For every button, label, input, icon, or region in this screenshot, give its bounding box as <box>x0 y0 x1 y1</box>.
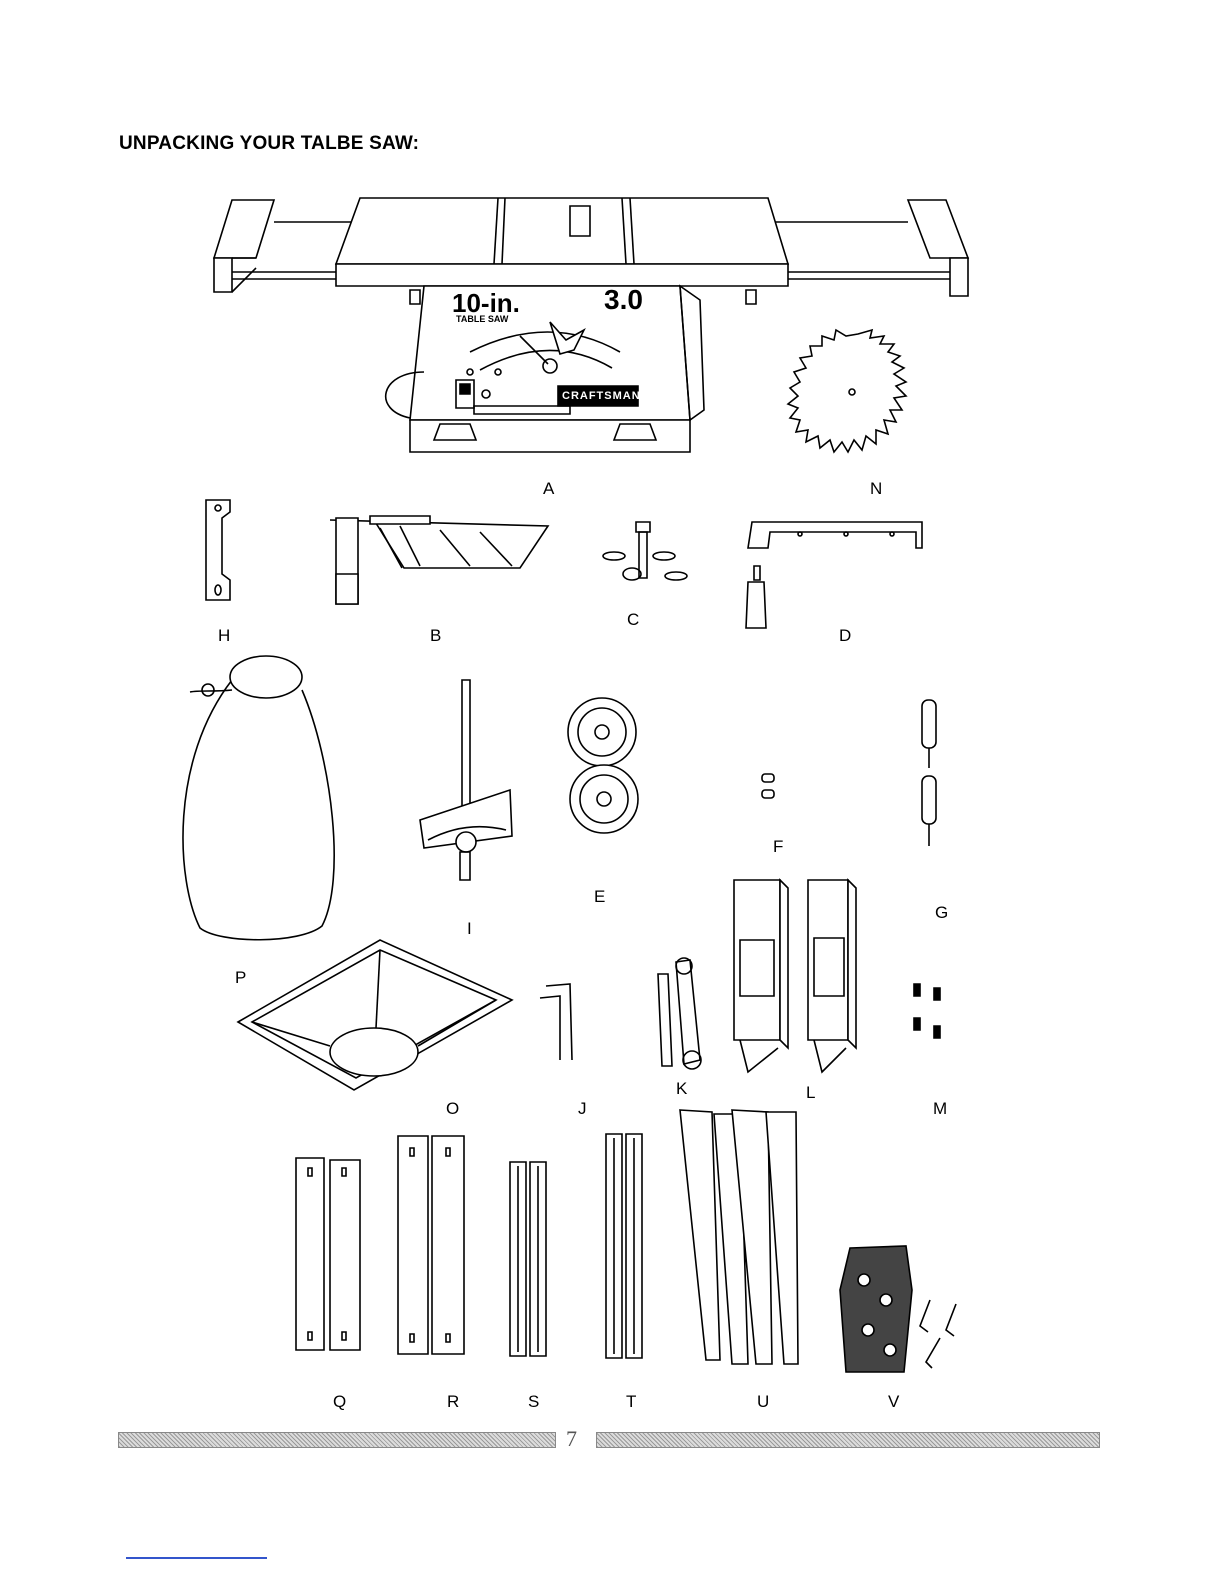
label-d: D <box>839 626 851 646</box>
footer-bar-right <box>596 1432 1100 1448</box>
rip-fence-drawing <box>746 522 922 628</box>
part-s-drawing <box>510 1162 546 1356</box>
dust-chute-drawing <box>238 940 512 1090</box>
part-r-drawing <box>398 1136 464 1354</box>
label-h: H <box>218 626 230 646</box>
wrench-drawing <box>658 958 701 1069</box>
label-c: C <box>627 610 639 630</box>
label-q: Q <box>333 1392 346 1412</box>
footer-bar-left <box>118 1432 556 1448</box>
label-t: T <box>626 1392 636 1412</box>
part-h-drawing <box>206 500 230 600</box>
hex-keys-drawing <box>540 984 572 1060</box>
storage-boxes-drawing <box>734 880 856 1072</box>
label-o: O <box>446 1099 459 1119</box>
label-r: R <box>447 1392 459 1412</box>
legs-drawing <box>680 1110 798 1364</box>
wheels-drawing <box>568 698 638 833</box>
label-b: B <box>430 626 441 646</box>
saw-blade-drawing <box>788 330 906 452</box>
label-g: G <box>935 903 948 923</box>
label-n: N <box>870 479 882 499</box>
screws-drawing <box>914 984 940 1038</box>
bolt-washers-drawing <box>603 522 687 580</box>
nuts-drawing <box>762 774 774 798</box>
dust-bag-drawing <box>183 656 334 940</box>
label-i: I <box>467 919 472 939</box>
page-number: 7 <box>566 1426 577 1452</box>
saw-decal-hp: 3.0 <box>604 284 643 316</box>
part-t-drawing <box>606 1134 642 1358</box>
label-p: P <box>235 968 246 988</box>
label-e: E <box>594 887 605 907</box>
saw-decal-type: TABLE SAW <box>456 314 508 324</box>
part-q-drawing <box>296 1158 360 1350</box>
blade-guard-drawing <box>330 516 548 604</box>
label-a: A <box>543 479 554 499</box>
label-u: U <box>757 1392 769 1412</box>
label-k: K <box>676 1079 687 1099</box>
handles-drawing <box>922 700 936 846</box>
saw-decal-brand: CRAFTSMAN <box>562 390 641 402</box>
label-j: J <box>578 1099 587 1119</box>
bottom-link-underline[interactable] <box>126 1557 267 1559</box>
hardware-bag-drawing <box>840 1246 956 1372</box>
miter-gauge-drawing <box>420 680 512 880</box>
label-m: M <box>933 1099 947 1119</box>
label-s: S <box>528 1392 539 1412</box>
label-v: V <box>888 1392 899 1412</box>
label-f: F <box>773 837 783 857</box>
label-l: L <box>806 1083 815 1103</box>
